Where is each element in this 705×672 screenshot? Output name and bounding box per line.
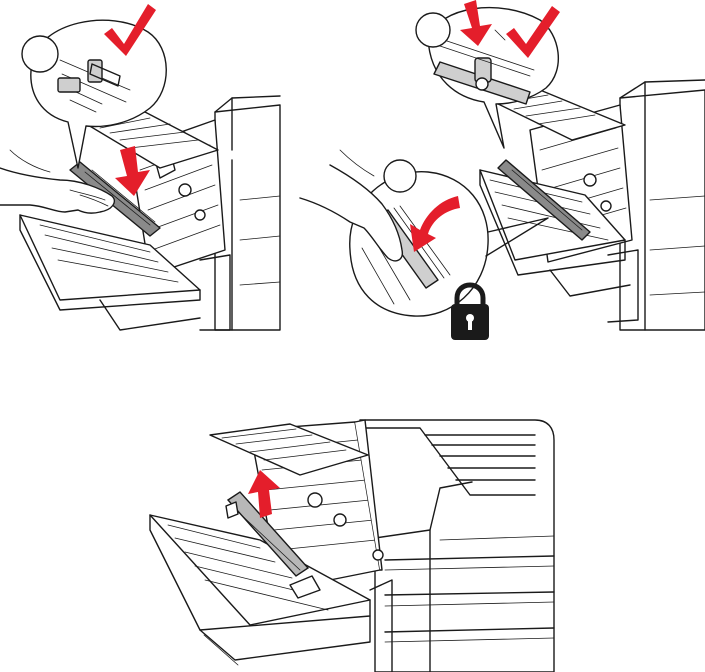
step-number-circle bbox=[384, 160, 416, 192]
step-1-panel bbox=[0, 0, 290, 335]
lock-icon bbox=[451, 285, 489, 340]
printer-body bbox=[360, 420, 554, 672]
step-2-panel bbox=[290, 0, 705, 345]
step-number-circle bbox=[22, 36, 58, 72]
roller-clip bbox=[226, 502, 238, 518]
step-3-panel bbox=[140, 420, 560, 672]
step-number-circle bbox=[416, 13, 450, 47]
